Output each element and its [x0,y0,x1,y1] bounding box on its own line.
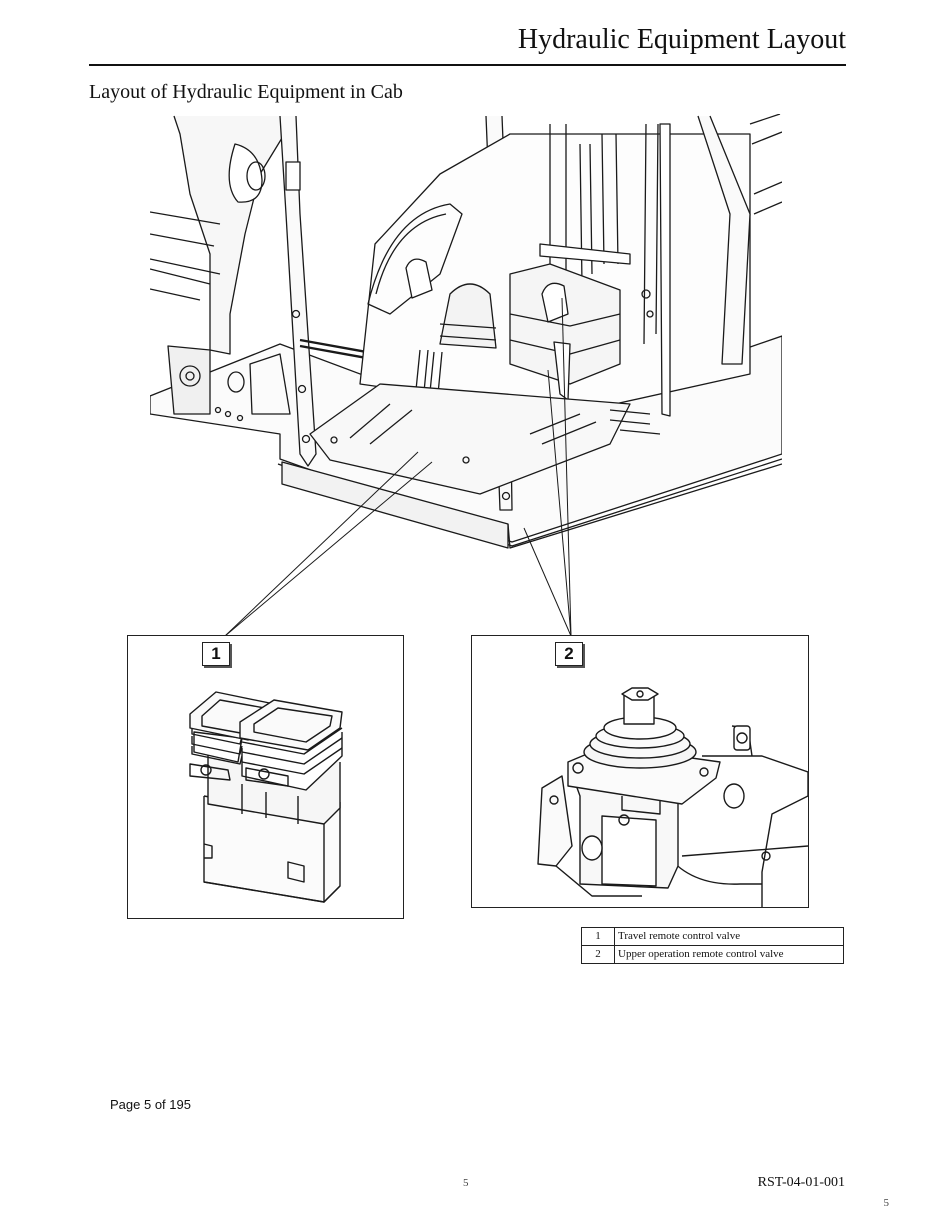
section-heading: Layout of Hydraulic Equipment in Cab [89,81,403,103]
legend-row: 1 Travel remote control valve [581,927,844,946]
document-title: Hydraulic Equipment Layout [517,24,846,55]
detail-upper-operation-remote-control-valve: 2 [471,635,809,908]
parts-legend-table: 1 Travel remote control valve 2 Upper op… [581,927,844,964]
callout-1: 1 [202,642,230,666]
control-valve-illustration [537,687,808,907]
page-count: Page 5 of 195 [110,1097,191,1112]
detail-travel-remote-control-valve: 1 [127,635,404,919]
callout-2: 2 [555,642,583,666]
cab-illustration [150,114,782,549]
footer-page-number: 5 [463,1177,469,1189]
corner-page-number: 5 [883,1197,890,1209]
legend-description: Travel remote control valve [614,927,844,946]
legend-row: 2 Upper operation remote control valve [581,945,844,964]
title-rule [89,64,846,66]
legend-description: Upper operation remote control valve [614,945,844,964]
travel-valve-illustration [189,691,343,903]
legend-number: 1 [581,927,615,946]
document-code: RST-04-01-001 [757,1175,845,1190]
legend-number: 2 [581,945,615,964]
